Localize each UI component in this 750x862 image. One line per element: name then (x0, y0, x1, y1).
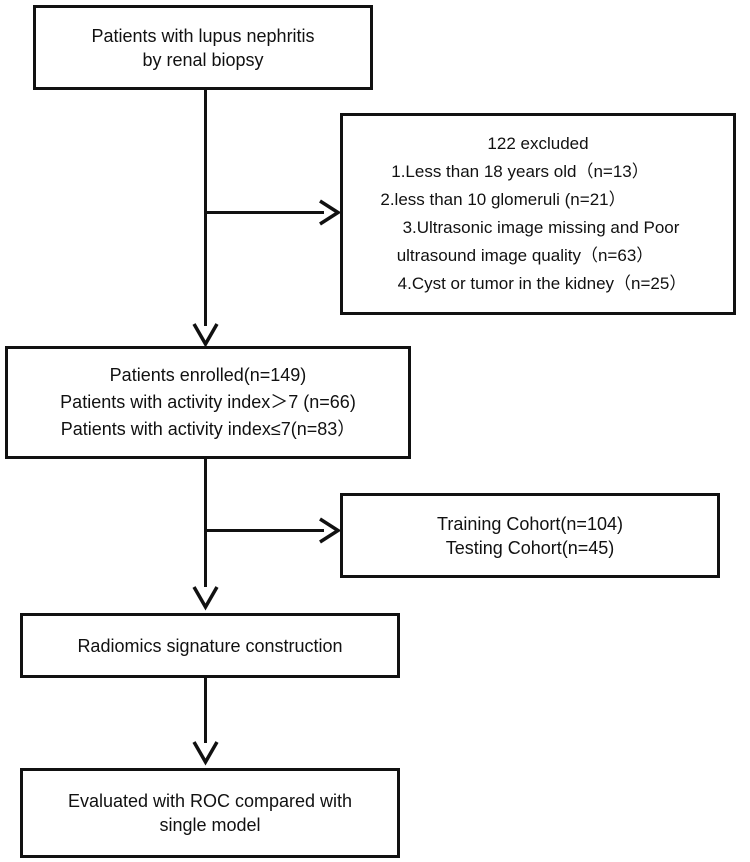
arrowhead-cohorts (319, 517, 342, 544)
node-enrolled-line-3: Patients with activity index≤7(n=83） (60, 419, 356, 439)
connector-branch-excluded (204, 211, 324, 214)
node-patients-lupus: Patients with lupus nephritis by renal b… (33, 5, 373, 90)
node-excluded-title: 122 excluded (487, 134, 589, 153)
connector-branch-cohorts (204, 529, 324, 532)
arrowhead-excluded (319, 199, 342, 226)
arrowhead-radiomics (192, 586, 219, 611)
connector-main-2 (204, 459, 207, 587)
node-cohorts-line-1: Training Cohort(n=104) (437, 513, 623, 534)
node-enrolled: Patients enrolled(n=149) Patients with a… (5, 346, 411, 459)
node-cohorts: Training Cohort(n=104) Testing Cohort(n=… (340, 493, 720, 578)
node-evaluated-line-2: single model (159, 815, 261, 835)
node-cohorts-line-2: Testing Cohort(n=45) (445, 537, 615, 558)
node-radiomics: Radiomics signature construction (20, 613, 400, 678)
node-patients-lupus-line-2: by renal biopsy (142, 49, 264, 70)
node-enrolled-line-1: Patients enrolled(n=149) (109, 365, 307, 385)
arrowhead-enrolled (192, 323, 219, 348)
connector-main-3 (204, 678, 207, 743)
node-excluded-item-2: 2.less than 10 glomeruli (n=21） (380, 190, 626, 209)
node-excluded-item-1: 1.Less than 18 years old（n=13） (391, 162, 649, 181)
node-excluded-item-3a: 3.Ultrasonic image missing and Poor (402, 218, 680, 237)
node-patients-lupus-line-1: Patients with lupus nephritis (91, 25, 315, 46)
node-evaluated: Evaluated with ROC compared with single … (20, 768, 400, 858)
arrowhead-evaluated (192, 741, 219, 766)
node-enrolled-line-2: Patients with activity index＞7 (n=66) (60, 392, 356, 412)
node-evaluated-line-1: Evaluated with ROC compared with (67, 791, 353, 811)
node-radiomics-line-1: Radiomics signature construction (77, 635, 343, 656)
node-excluded-item-4: 4.Cyst or tumor in the kidney（n=25） (397, 274, 687, 293)
node-excluded: 122 excluded 1.Less than 18 years old（n=… (340, 113, 736, 315)
node-excluded-item-3b: ultrasound image quality（n=63） (396, 246, 654, 265)
connector-main-1 (204, 90, 207, 326)
